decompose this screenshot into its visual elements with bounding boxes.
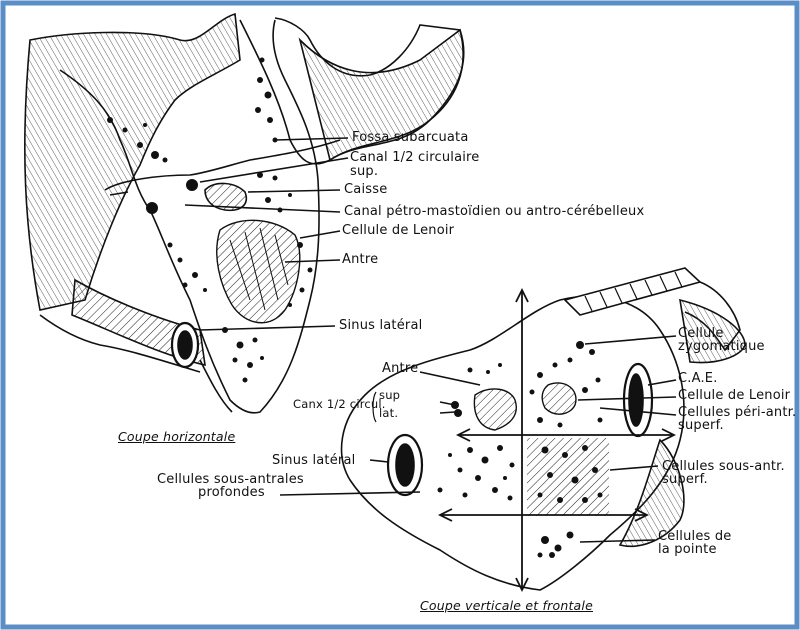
label-cellule-zygomatique-line2: zygomatique [678,340,765,354]
label-cellules-sous-antrales-line2: profondes [198,486,265,500]
label-antre-v: Antre [382,362,418,376]
label-canal-circul: Canx 1/2 circul. [293,398,386,410]
label-caisse: Caisse [344,183,387,197]
label-fossa-subarcuata: Fossa subarcuata [352,131,469,145]
label-sinus-lateral-h: Sinus latéral [339,319,422,333]
label-canal-circulaire-line2: sup. [350,165,378,179]
caption-vertical: Coupe verticale et frontale [420,599,593,613]
label-sup: sup [379,389,400,401]
caption-horizontal: Coupe horizontale [118,430,235,444]
label-lat: lat. [379,407,398,419]
label-canal-petro-mastoidien: Canal pétro-mastoïdien ou antro-cérébell… [344,205,644,219]
label-cellule-de-lenoir-v: Cellule de Lenoir [678,389,790,403]
label-sinus-lateral-v: Sinus latéral [272,454,355,468]
label-cellule-de-lenoir-h: Cellule de Lenoir [342,224,454,238]
label-canal-circulaire-line1: Canal 1/2 circulaire [350,151,480,165]
label-cellules-sous-antr-superf-line2: superf. [662,473,708,487]
label-cae: C.A.E. [678,372,718,386]
label-cellules-peri-antr-line2: superf. [678,419,724,433]
label-cellules-de-la-pointe-line2: la pointe [658,543,717,557]
label-antre-h: Antre [342,253,378,267]
